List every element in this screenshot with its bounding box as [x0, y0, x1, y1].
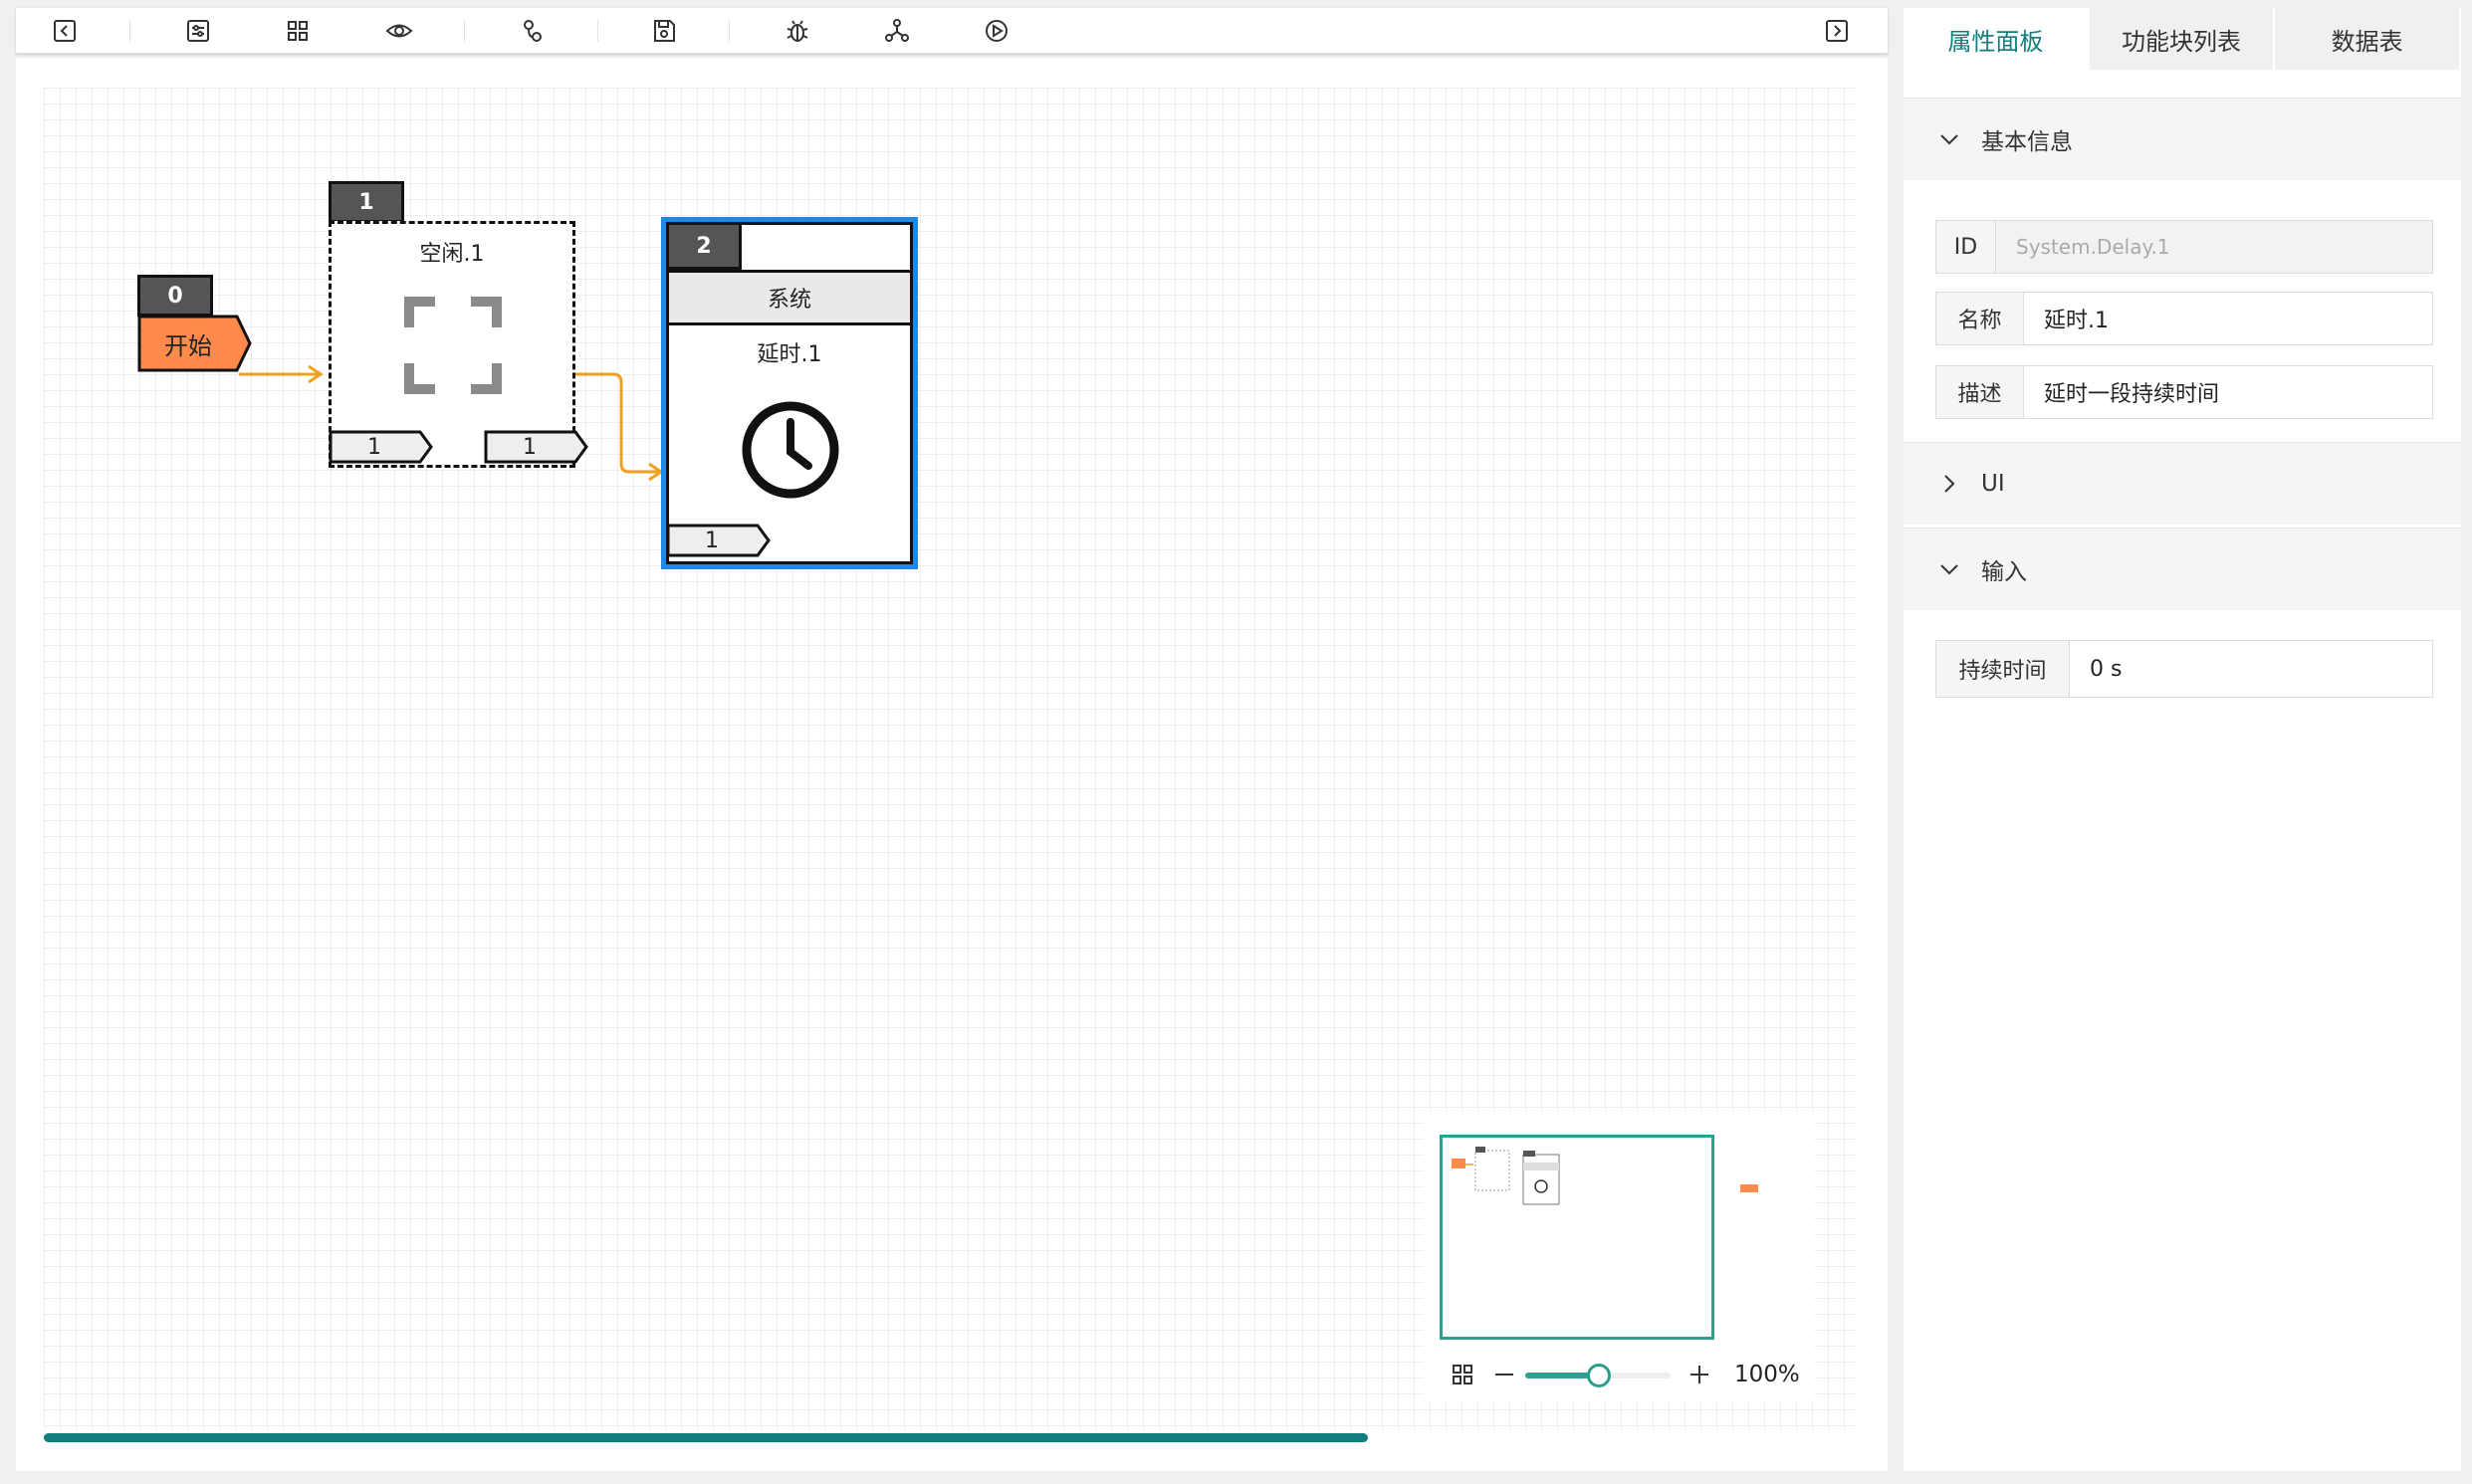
toolbar-divider: [597, 20, 598, 42]
delay-node[interactable]: 2 系统 延时.1 1: [666, 222, 913, 564]
field-name: 名称 延时.1: [1935, 292, 2433, 345]
duration-input[interactable]: 0 s: [2090, 656, 2123, 682]
flow-canvas-area: 0 开始 1 空闲.1 1 1 2 系统 延时.1: [16, 58, 1888, 1471]
network-icon[interactable]: [874, 8, 920, 54]
field-label: ID: [1936, 221, 1996, 273]
settings-sliders-icon[interactable]: [175, 8, 221, 54]
port-label: 1: [367, 434, 381, 460]
save-icon[interactable]: [641, 8, 687, 54]
fit-view-icon[interactable]: [1450, 1362, 1475, 1391]
idle-focus-icon: [404, 297, 502, 394]
start-node[interactable]: 开始: [137, 315, 253, 372]
node-id-badge: 1: [329, 181, 404, 223]
field-label: 描述: [1936, 366, 2024, 418]
fit-view-icon[interactable]: [275, 8, 321, 54]
panel-tabs: 属性面板 功能块列表 数据表: [1904, 8, 2462, 70]
section-header-input[interactable]: 输入: [1904, 529, 2461, 610]
section-title: 基本信息: [1981, 129, 2073, 155]
toolbar-divider: [464, 20, 465, 42]
description-input[interactable]: 延时一段持续时间: [2044, 382, 2220, 407]
zoom-out-icon[interactable]: [1493, 1362, 1515, 1391]
delay-output-port[interactable]: 1: [666, 524, 772, 557]
horizontal-scrollbar[interactable]: [44, 1433, 1856, 1443]
properties-panel: 属性面板 功能块列表 数据表 基本信息 ID System.Delay.1 名称…: [1904, 8, 2462, 1471]
section-ui: UI: [1904, 442, 2461, 526]
idle-node-title: 空闲.1: [419, 242, 485, 267]
editor-toolbar: [16, 8, 1888, 54]
collapse-right-icon[interactable]: [1814, 8, 1860, 54]
tab-data-table[interactable]: 数据表: [2275, 8, 2462, 70]
toolbar-divider: [729, 20, 730, 42]
zoom-slider[interactable]: [1525, 1364, 1671, 1387]
section-header-ui[interactable]: UI: [1904, 443, 2461, 525]
edge-idle-to-delay: [573, 372, 659, 474]
field-label: 名称: [1936, 293, 2024, 344]
idle-output-port-2[interactable]: 1: [484, 430, 589, 464]
field-description: 描述 延时一段持续时间: [1935, 365, 2433, 419]
delay-node-category: 系统: [669, 270, 910, 325]
collapse-left-icon[interactable]: [42, 8, 88, 54]
chevron-right-icon: [1944, 475, 1955, 493]
idle-output-port-1[interactable]: 1: [329, 430, 434, 464]
section-title: UI: [1981, 471, 2005, 497]
tab-properties[interactable]: 属性面板: [1904, 8, 2090, 70]
toolbar-divider: [129, 20, 130, 42]
port-label: 1: [705, 528, 719, 553]
scrollbar-thumb[interactable]: [44, 1433, 1368, 1442]
clock-icon: [742, 401, 839, 499]
delay-node-selection[interactable]: 2 系统 延时.1 1: [661, 217, 918, 569]
zoom-level: 100%: [1734, 1362, 1800, 1387]
node-id-badge: 2: [666, 222, 742, 270]
section-input: 输入 持续时间 0 s: [1904, 528, 2461, 731]
node-id-badge: 0: [137, 275, 213, 317]
debug-bug-icon[interactable]: [775, 8, 820, 54]
zoom-controls: 100%: [1440, 1354, 1814, 1393]
field-label: 持续时间: [1936, 641, 2070, 697]
minimap-viewport[interactable]: [1440, 1135, 1714, 1340]
tab-block-list[interactable]: 功能块列表: [2089, 8, 2276, 70]
field-duration: 持续时间 0 s: [1935, 640, 2433, 698]
link-icon[interactable]: [510, 8, 556, 54]
id-input: System.Delay.1: [1996, 221, 2432, 273]
play-icon[interactable]: [974, 8, 1019, 54]
connection-edges: [239, 364, 664, 482]
port-label: 1: [523, 434, 537, 460]
section-title: 输入: [1981, 559, 2027, 585]
name-input[interactable]: 延时.1: [2044, 309, 2109, 333]
minimap-preview: [1452, 1147, 1758, 1205]
section-basic-info: 基本信息 ID System.Delay.1 名称 延时.1 描述 延时一段持续…: [1904, 98, 2461, 450]
section-header-basic[interactable]: 基本信息: [1904, 99, 2461, 180]
minimap[interactable]: 100%: [1424, 1113, 1814, 1401]
start-node-label: 开始: [164, 331, 212, 360]
chevron-down-icon: [1940, 564, 1958, 575]
idle-node[interactable]: 空闲.1: [329, 221, 575, 468]
zoom-slider-fill: [1525, 1373, 1599, 1378]
eye-icon[interactable]: [376, 8, 422, 54]
zoom-in-icon[interactable]: [1688, 1362, 1710, 1391]
chevron-down-icon: [1940, 134, 1958, 145]
field-id: ID System.Delay.1: [1935, 220, 2433, 274]
zoom-slider-handle[interactable]: [1587, 1364, 1611, 1387]
delay-node-title: 延时.1: [757, 342, 822, 367]
